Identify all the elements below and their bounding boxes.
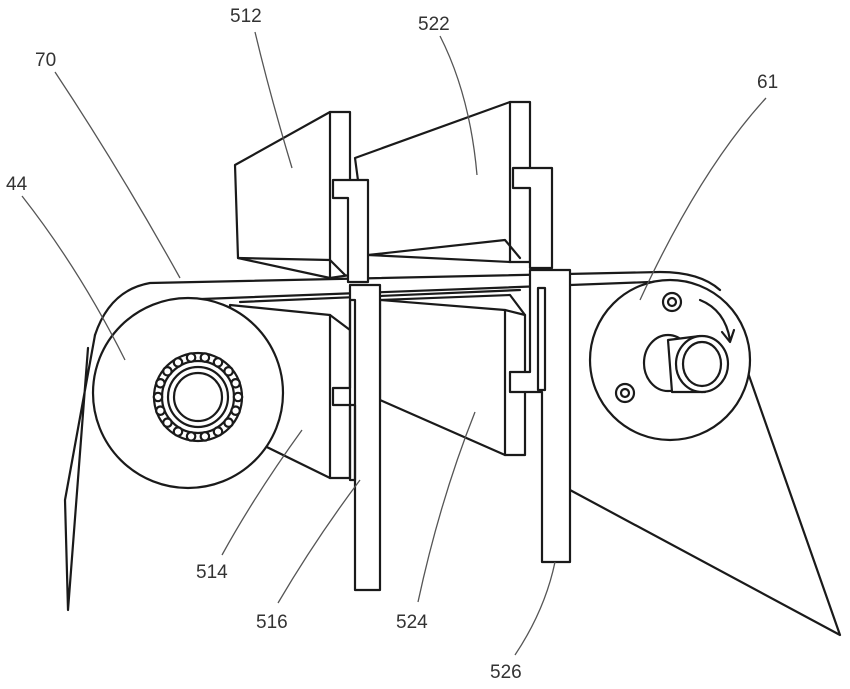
leader-61 [639, 97, 767, 301]
bracket-526-slot [536, 286, 547, 392]
gear-tooth [152, 391, 164, 403]
belt-right-drop [568, 348, 842, 637]
leader-514 [221, 429, 303, 556]
gear-bore-inner [172, 371, 224, 423]
gear-tooth [155, 405, 166, 416]
bracket-526 [508, 268, 572, 564]
label-522: 522 [418, 14, 450, 35]
shaft-end [674, 334, 730, 394]
rotation-arrow-head [720, 328, 736, 344]
gear-tooth [230, 405, 241, 416]
block-524-bevel [378, 298, 527, 317]
block-524-body [378, 293, 527, 457]
block-522-body [353, 100, 532, 264]
shaft-end-inner [681, 340, 723, 388]
rotation-arrow [698, 298, 732, 342]
bracket-516-slot [348, 298, 357, 482]
gear-tooth [162, 417, 173, 428]
gear-tooth [223, 417, 234, 428]
bracket-upper-left [331, 178, 370, 284]
gear-tooth [185, 352, 197, 363]
gear-tooth [212, 357, 224, 368]
upper-right-bracket [511, 166, 554, 270]
leader-526 [514, 561, 556, 656]
reference-numerals: 512 522 70 61 44 514 516 524 526 [6, 6, 778, 683]
gear-tooth [232, 391, 244, 403]
label-516: 516 [256, 612, 288, 633]
leader-512 [254, 31, 293, 169]
right-roller [588, 278, 752, 442]
bolt-bottom [614, 382, 636, 404]
block-512-edge [236, 256, 347, 277]
gear-tooth [162, 365, 173, 377]
bolt-bottom-inner [619, 387, 631, 399]
bracket-upper-right [511, 166, 554, 270]
bolt-top [661, 291, 683, 313]
bolt-top-inner [666, 296, 678, 308]
label-61: 61 [757, 72, 778, 93]
label-44: 44 [6, 174, 28, 195]
belt-top-edge [93, 270, 722, 337]
label-512: 512 [230, 6, 262, 27]
gear-tooth [185, 431, 197, 442]
leader-lines [21, 31, 767, 656]
belt-top-edge-inner [173, 280, 652, 302]
leader-44 [21, 195, 126, 361]
gear-tooth [230, 377, 241, 389]
gear-tooth [199, 431, 211, 442]
gear-teeth [152, 352, 244, 442]
gear-tooth [223, 365, 234, 377]
label-70: 70 [35, 50, 56, 71]
label-514: 514 [196, 562, 228, 583]
upper-right-block [353, 100, 532, 264]
label-524: 524 [396, 612, 428, 633]
belt-left-drop [63, 333, 97, 612]
left-roller [91, 296, 285, 490]
roller-44-disc [91, 296, 285, 490]
gear-tooth [172, 426, 184, 437]
lower-right-block [378, 293, 527, 457]
gear-tooth [155, 377, 166, 389]
gear-tooth [199, 352, 211, 363]
leader-524 [417, 411, 476, 603]
gear-tooth [212, 426, 224, 437]
gear-bore-outer [166, 365, 230, 429]
block-522-bevel [366, 238, 522, 260]
gear-tooth [172, 357, 184, 368]
label-526: 526 [490, 662, 522, 683]
lower-left-bracket [331, 283, 382, 592]
lower-right-bracket [508, 268, 572, 564]
leader-522 [439, 35, 478, 176]
leader-516 [277, 479, 361, 604]
leader-70 [54, 71, 181, 279]
upper-left-bracket [331, 178, 370, 284]
